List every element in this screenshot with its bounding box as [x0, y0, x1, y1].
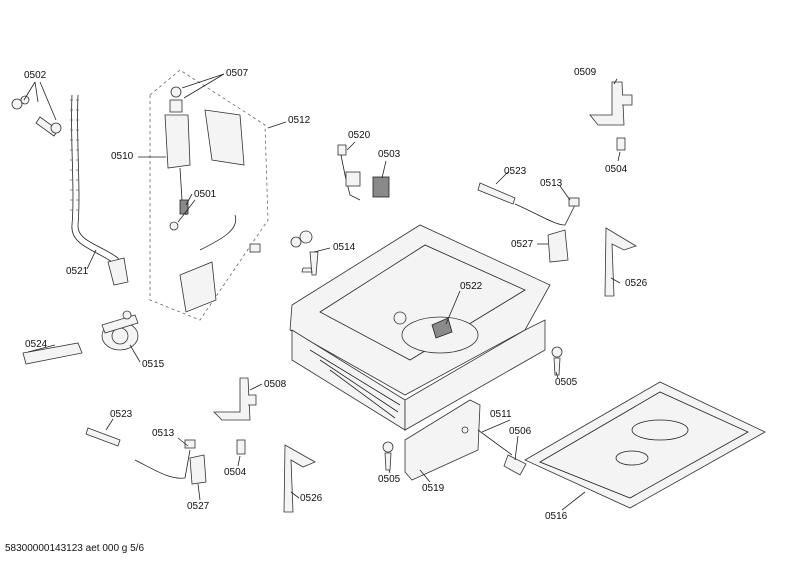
holder-0527-top: [547, 229, 569, 263]
clip-0504-bottom: [236, 439, 246, 455]
callout-0523-bottom[interactable]: 0523: [110, 409, 133, 420]
cable-0511: [477, 429, 513, 456]
callout-0516[interactable]: 0516: [545, 511, 568, 522]
hose-0524: [22, 342, 83, 365]
heater-element-0523-top: [477, 182, 516, 205]
sensor-block-0503: [372, 176, 390, 198]
sensor-0520: [337, 144, 361, 201]
callout-0505-left[interactable]: 0505: [378, 474, 401, 485]
screw-0505-left: [382, 441, 394, 471]
callout-0509[interactable]: 0509: [574, 67, 597, 78]
callout-0501[interactable]: 0501: [194, 189, 217, 200]
clip-0504-top: [616, 137, 626, 151]
callout-0513-top[interactable]: 0513: [540, 178, 563, 189]
callout-0503[interactable]: 0503: [378, 149, 401, 160]
callout-0527-bottom[interactable]: 0527: [187, 501, 210, 512]
leader-lines: [23, 73, 621, 511]
screw-0505-right: [551, 346, 563, 376]
holder-0527-bottom: [189, 454, 207, 485]
sensor-0506: [503, 454, 527, 476]
callout-0511[interactable]: 0511: [490, 409, 512, 420]
base-tub-0522: [289, 224, 551, 431]
callout-0504-top[interactable]: 0504: [605, 164, 628, 175]
bracket-0509: [589, 81, 633, 126]
corrugated-hose-0521: [70, 94, 129, 286]
drain-pump-0515: [101, 310, 139, 351]
cable-0513-bottom: [134, 439, 196, 479]
cable-0513-top: [514, 197, 580, 226]
callout-0522[interactable]: 0522: [460, 281, 483, 292]
callout-0514[interactable]: 0514: [333, 242, 356, 253]
heater-element-0523-bottom: [85, 427, 121, 447]
callout-0506[interactable]: 0506: [509, 426, 532, 437]
callout-0507[interactable]: 0507: [226, 68, 249, 79]
callout-0523-top[interactable]: 0523: [504, 166, 527, 177]
callout-0520[interactable]: 0520: [348, 130, 371, 141]
base-plate-0516: [524, 381, 766, 509]
callout-0524[interactable]: 0524: [25, 339, 48, 350]
inlet-module-outline: [149, 69, 269, 321]
callout-0513-bottom[interactable]: 0513: [152, 428, 175, 439]
document-footer-code: 58300000143123 aet 000 g 5/6: [5, 543, 145, 554]
hose-clamps-0502: [11, 95, 62, 137]
callout-0508[interactable]: 0508: [264, 379, 287, 390]
callout-0510[interactable]: 0510: [111, 151, 134, 162]
callout-0519[interactable]: 0519: [422, 483, 445, 494]
callout-0521[interactable]: 0521: [66, 266, 89, 277]
callout-0526-top[interactable]: 0526: [625, 278, 648, 289]
screw-0514: [290, 230, 319, 276]
callout-0502[interactable]: 0502: [24, 70, 47, 81]
wiring-loom-0501: [169, 214, 261, 313]
inlet-valve-0510: [164, 86, 245, 216]
callout-0515[interactable]: 0515: [142, 359, 165, 370]
callout-0504-bottom[interactable]: 0504: [224, 467, 247, 478]
callout-0527-top[interactable]: 0527: [511, 239, 534, 250]
callout-0526-bottom[interactable]: 0526: [300, 493, 323, 504]
callout-0505-right[interactable]: 0505: [555, 377, 578, 388]
bracket-0508: [213, 377, 257, 421]
insulation-0526-bottom: [283, 444, 316, 513]
callout-0512[interactable]: 0512: [288, 115, 311, 126]
cover-plate-0519: [404, 399, 481, 481]
